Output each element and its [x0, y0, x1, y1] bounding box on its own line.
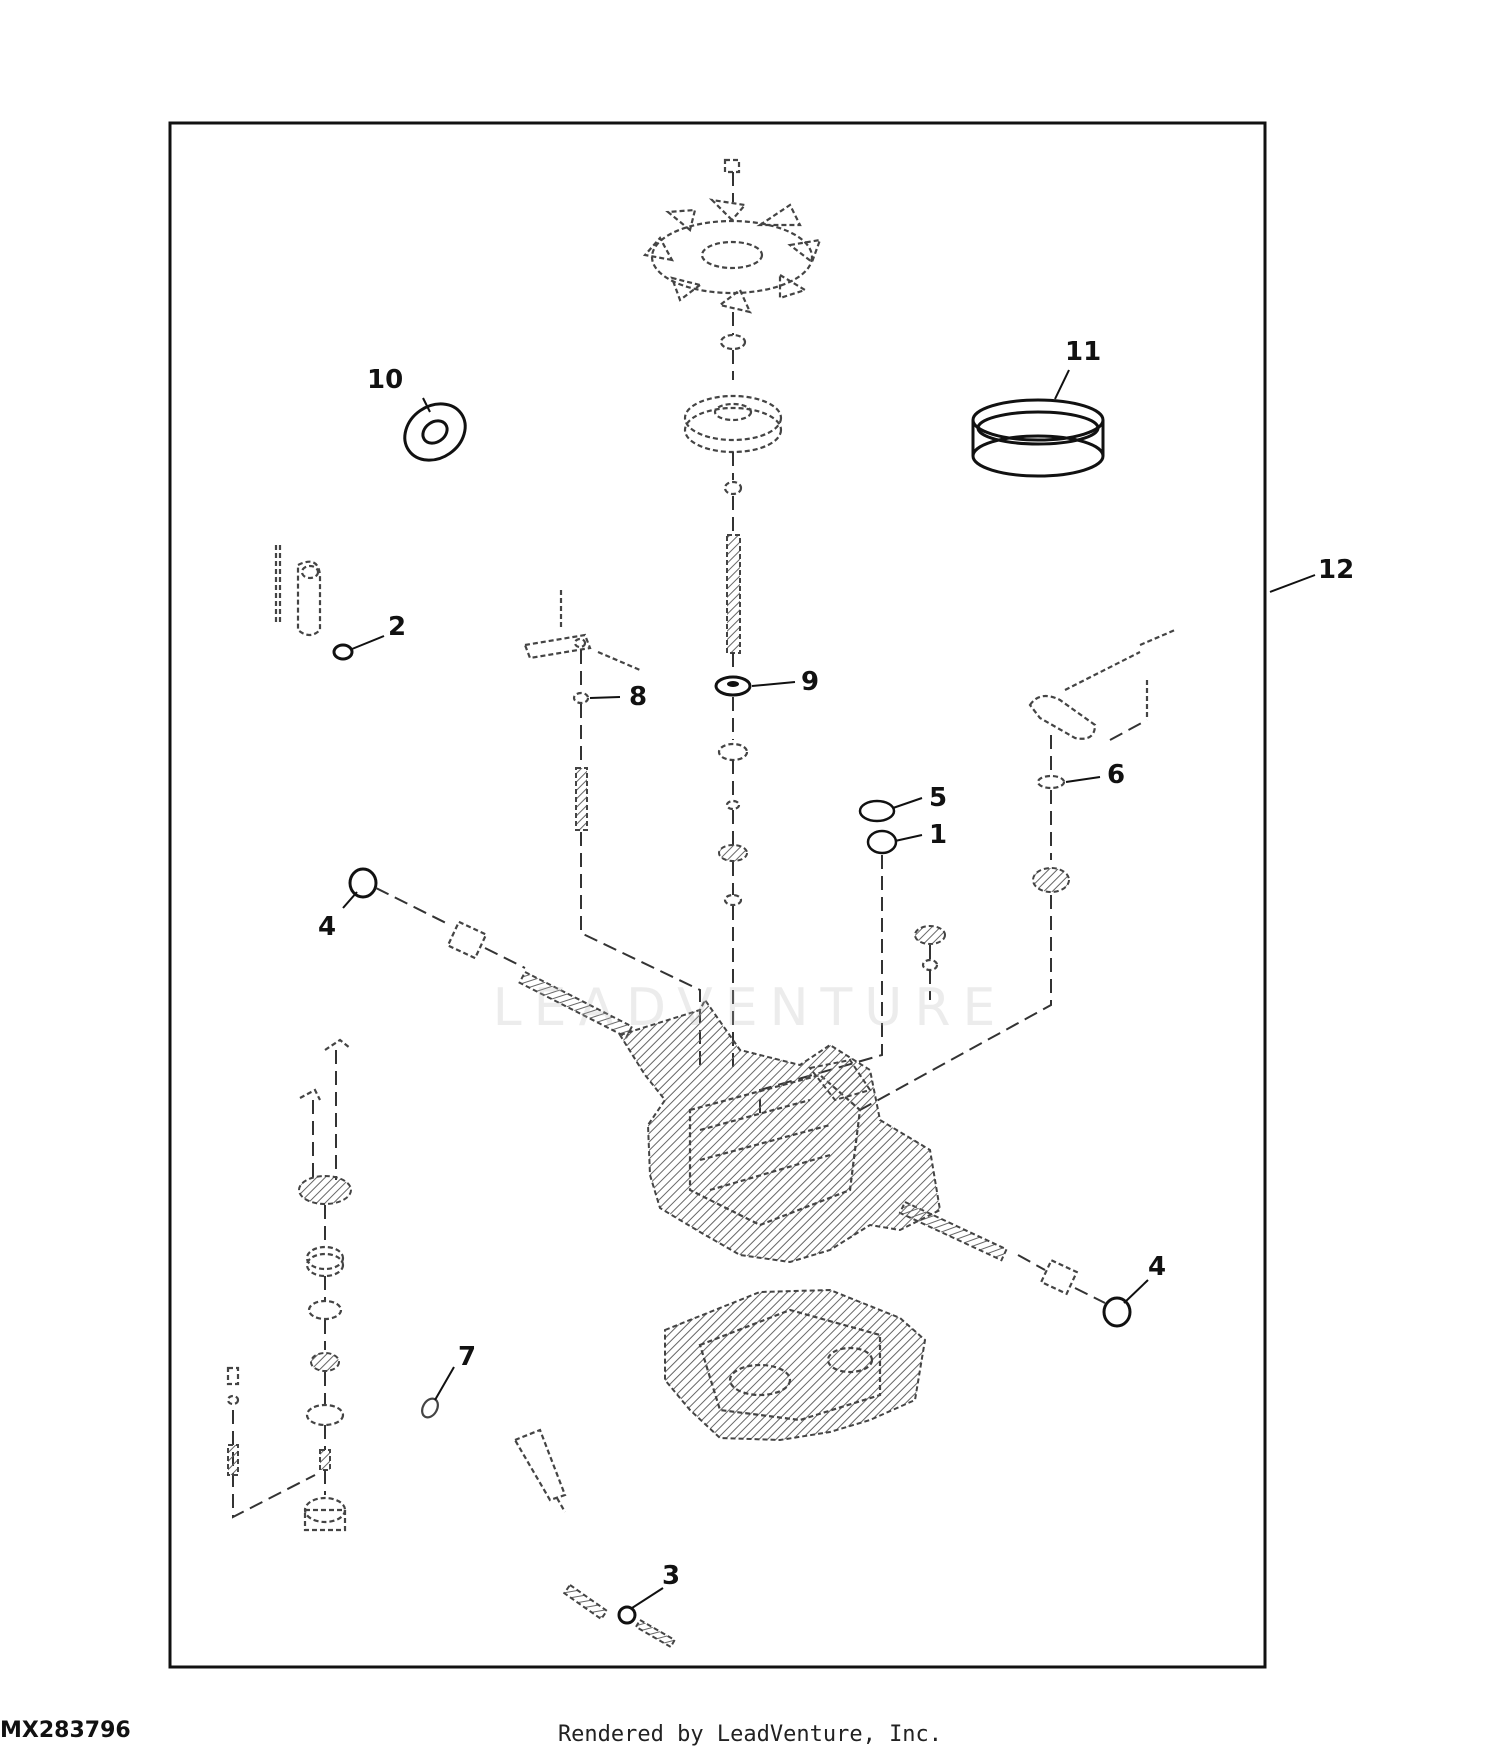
callout-3: 3 — [662, 1561, 680, 1591]
callout-6: 6 — [1107, 760, 1125, 790]
callout-9: 9 — [801, 667, 819, 697]
control-arm-center — [523, 590, 641, 672]
callout-4-right: 4 — [1148, 1252, 1166, 1282]
cooling-fan — [642, 158, 822, 314]
leader-lines — [342, 369, 1316, 1609]
part-7-plug — [421, 1397, 439, 1419]
callout-12: 12 — [1318, 555, 1354, 585]
callout-1: 1 — [929, 820, 947, 850]
lower-housing — [664, 1288, 927, 1442]
control-arm-left — [274, 545, 322, 637]
part-8-o-ring — [572, 691, 590, 705]
callout-4-left: 4 — [318, 912, 336, 942]
control-arm-right — [1028, 628, 1176, 741]
left-shaft-stack — [226, 1038, 352, 1532]
callout-10: 10 — [367, 365, 403, 395]
callout-8: 8 — [629, 682, 647, 712]
part-10-washer — [403, 402, 467, 462]
part-5-cap — [858, 799, 896, 823]
callout-5: 5 — [929, 783, 947, 813]
callout-7: 7 — [458, 1342, 476, 1372]
part-11-band — [971, 398, 1105, 478]
watermark-text: LEADVENTURE — [492, 978, 1008, 1038]
axle-left — [518, 970, 634, 1039]
drawing-id: MX283796 — [0, 1718, 131, 1743]
part-4-seal-right — [1102, 1296, 1132, 1328]
input-shaft — [726, 534, 741, 654]
transaxle-housing — [618, 998, 942, 1264]
render-credit: Rendered by LeadVenture, Inc. — [557, 1722, 943, 1747]
part-2-o-ring — [332, 643, 354, 661]
part-1-plug — [866, 829, 898, 855]
pulley — [683, 394, 783, 454]
callout-2: 2 — [388, 612, 406, 642]
part-4-seal-left — [348, 867, 378, 899]
sealant-tube — [513, 1428, 567, 1513]
part-3-spring — [562, 1583, 677, 1649]
part-6-o-ring — [1036, 774, 1066, 790]
diagram-frame — [168, 121, 1267, 1669]
callout-11: 11 — [1065, 337, 1101, 367]
